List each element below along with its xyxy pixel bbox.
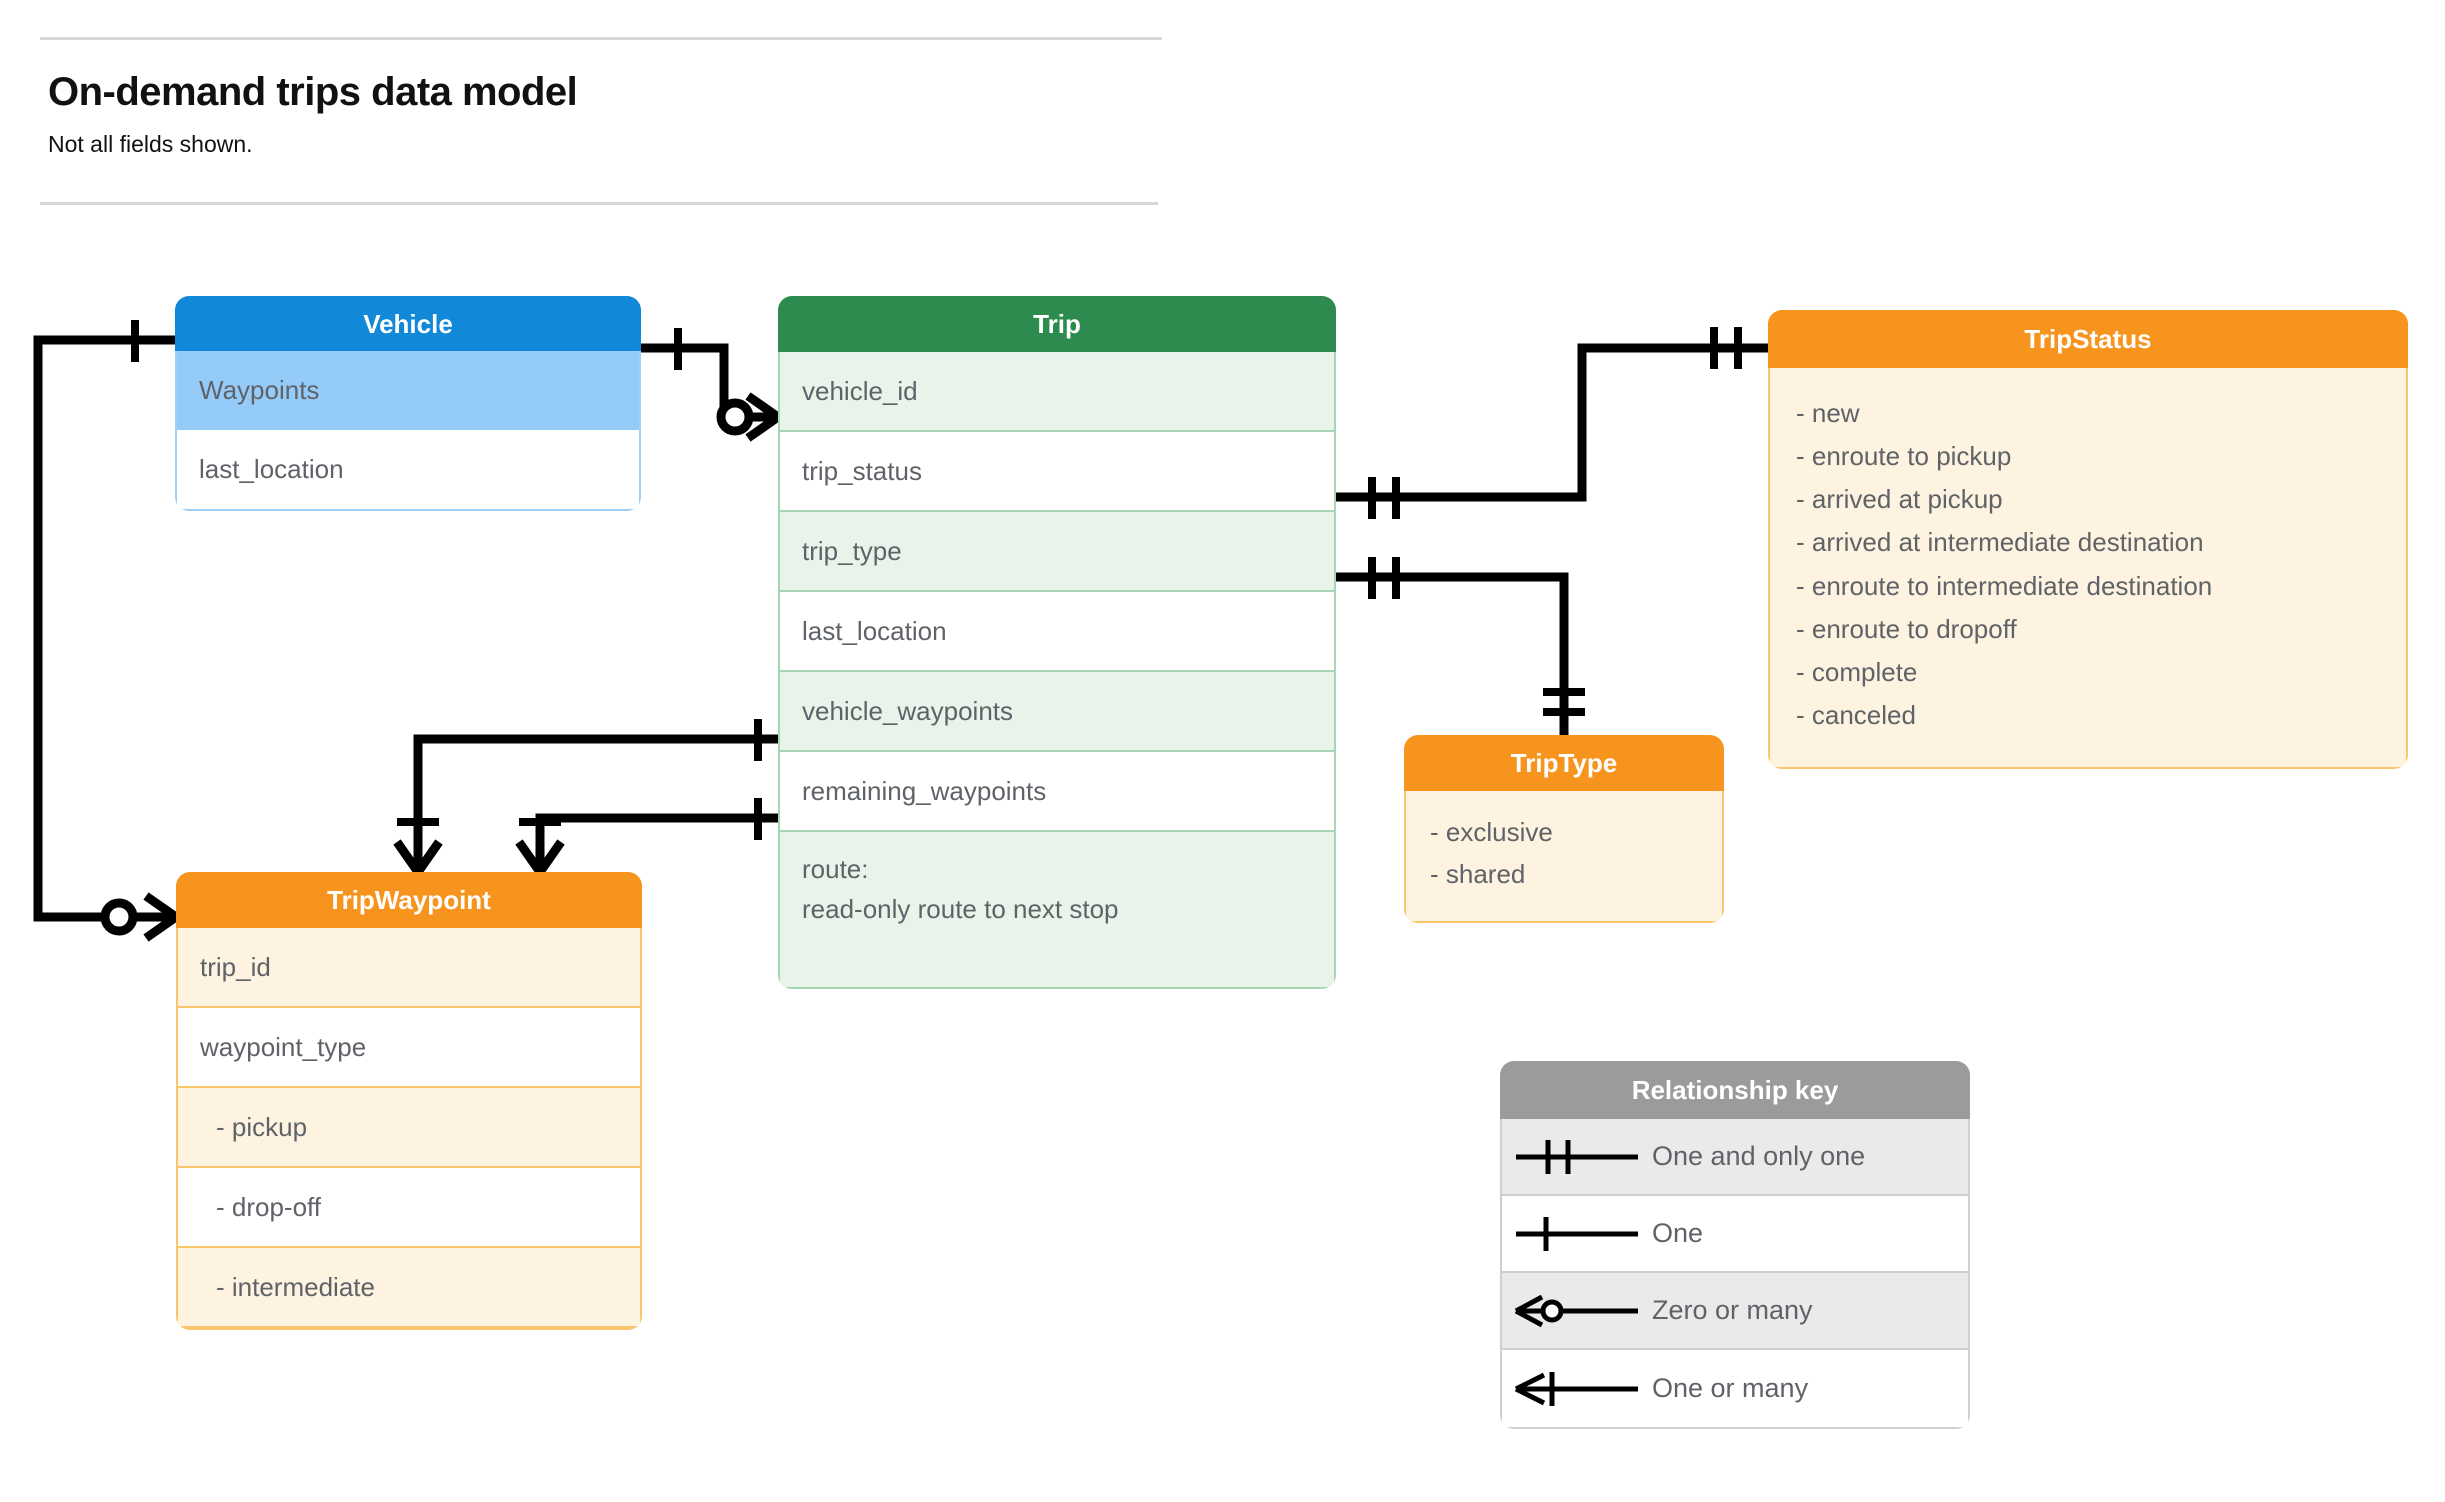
relationship-key-legend[interactable]: Relationship key One and only one [1500,1061,1970,1429]
entity-vehicle-body: Waypoints last_location [175,351,641,511]
enum-value-list: - exclusive - shared [1406,791,1722,921]
field-row[interactable]: Waypoints [177,351,639,430]
legend-row: One or many [1502,1350,1968,1427]
page-title: On-demand trips data model [48,70,578,114]
enum-value-list: - new - enroute to pickup - arrived at p… [1770,368,2406,767]
legend-row: Zero or many [1502,1273,1968,1350]
header-divider-top [40,37,1162,40]
entity-trip-status-title: TripStatus [1768,310,2408,368]
field-row[interactable]: waypoint_type [178,1008,640,1088]
enum-value: - arrived at intermediate destination [1796,527,2204,558]
one-or-many-icon [1502,1366,1652,1412]
field-row[interactable]: trip_id [178,928,640,1008]
legend-row: One and only one [1502,1119,1968,1196]
entity-trip-title: Trip [778,296,1336,352]
legend-label: One or many [1652,1373,1809,1403]
one-icon [1502,1211,1652,1257]
field-row-route[interactable]: route: read-only route to next stop [780,832,1334,987]
legend-label: Zero or many [1652,1295,1813,1325]
entity-trip-type-title: TripType [1404,735,1724,791]
field-row[interactable]: - pickup [178,1088,640,1168]
legend-label: One and only one [1652,1141,1866,1171]
route-description: read-only route to next stop [802,893,1119,924]
enum-value: - new [1796,398,1860,428]
field-row[interactable]: last_location [199,454,344,484]
entity-trip[interactable]: Trip vehicle_id trip_status trip_type la… [778,296,1336,989]
legend-row: One [1502,1196,1968,1273]
enum-value: - enroute to intermediate destination [1796,570,2213,601]
relationship-key-title: Relationship key [1500,1061,1970,1119]
entity-trip-status[interactable]: TripStatus - new - enroute to pickup - a… [1768,310,2408,770]
route-label: route: [802,854,869,884]
field-row[interactable]: trip_status [780,432,1334,512]
entity-trip-waypoint-body: trip_id waypoint_type - pickup - drop-of… [176,928,642,1330]
field-row[interactable]: remaining_waypoints [780,752,1334,832]
zero-or-many-icon [1502,1288,1652,1334]
entity-trip-status-body: - new - enroute to pickup - arrived at p… [1768,368,2408,770]
field-row[interactable]: - drop-off [178,1168,640,1248]
entity-trip-type[interactable]: TripType - exclusive - shared [1404,735,1724,924]
entity-trip-body: vehicle_id trip_status trip_type last_lo… [778,352,1336,989]
legend-label: One [1652,1218,1704,1248]
field-row[interactable]: - intermediate [178,1248,640,1328]
field-row[interactable]: last_location [780,592,1334,672]
entity-trip-type-body: - exclusive - shared [1404,791,1724,924]
one-and-only-one-icon [1502,1134,1652,1180]
page-subtitle: Not all fields shown. [48,131,253,157]
enum-value: - arrived at pickup [1796,484,2003,515]
enum-value: - complete [1796,656,1918,687]
enum-value: - shared [1430,859,1526,890]
entity-vehicle[interactable]: Vehicle Waypoints last_location [175,296,641,511]
entity-vehicle-title: Vehicle [175,296,641,351]
field-row[interactable]: vehicle_id [780,352,1334,432]
field-row[interactable]: trip_type [780,512,1334,592]
field-row[interactable]: vehicle_waypoints [780,672,1334,752]
entity-trip-waypoint[interactable]: TripWaypoint trip_id waypoint_type - pic… [176,872,642,1330]
enum-value: - exclusive [1430,817,1553,847]
entity-trip-waypoint-title: TripWaypoint [176,872,642,928]
enum-value: - enroute to dropoff [1796,613,2017,644]
relationship-key-body: One and only one One [1500,1119,1970,1429]
enum-value: - enroute to pickup [1796,441,2012,472]
header-divider-bottom [40,202,1158,205]
enum-value: - canceled [1796,700,1916,731]
